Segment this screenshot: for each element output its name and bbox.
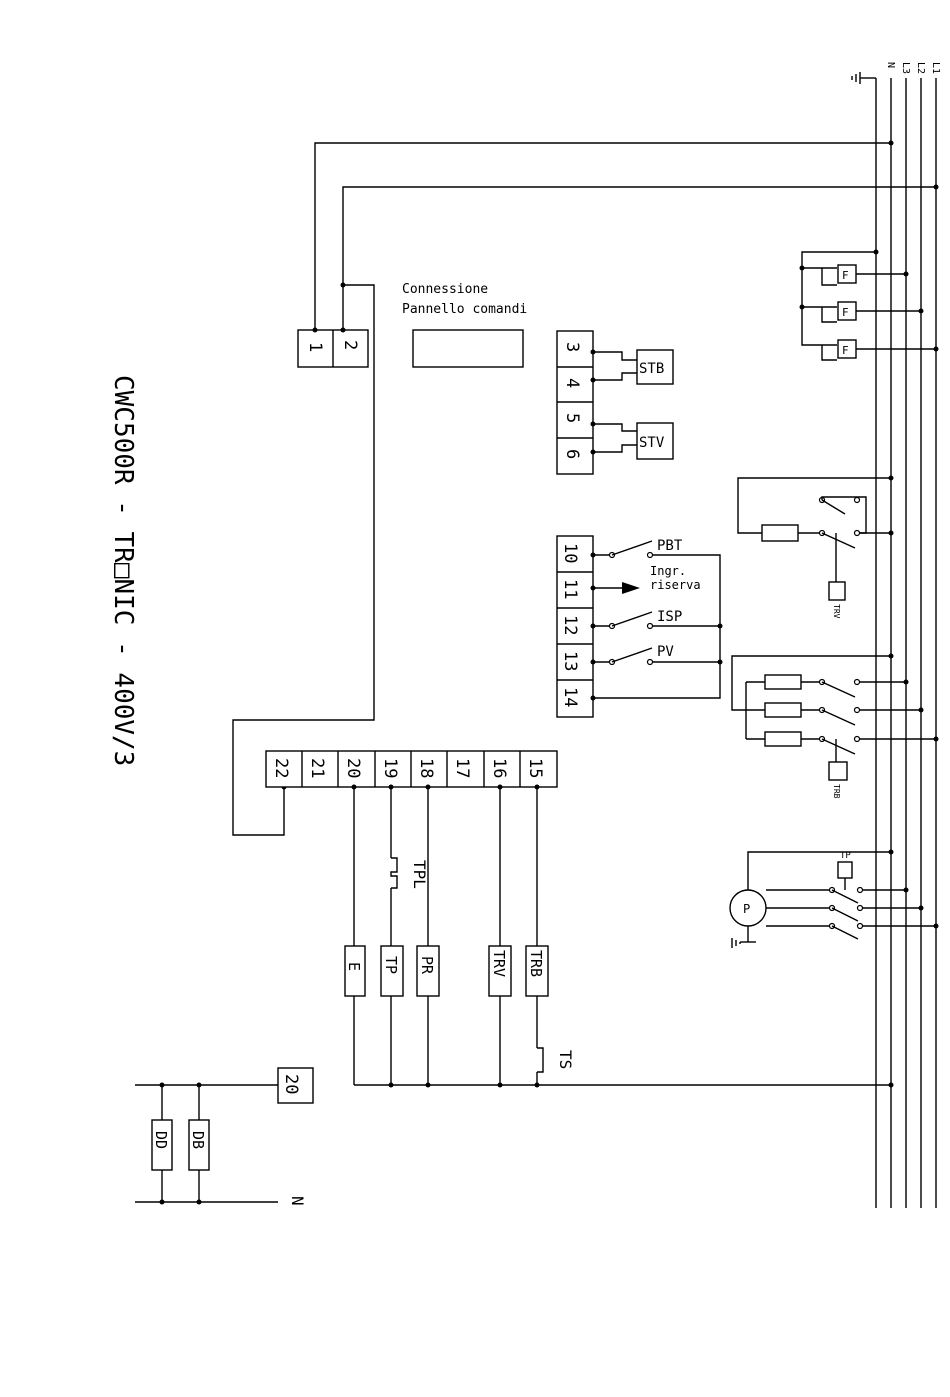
line-label-l1: L1 [930,62,941,74]
pump-label: P [743,902,750,916]
control-panel-connector [413,330,523,367]
pump-group [730,850,939,943]
load-e: E [345,962,363,971]
line-label-l3: L3 [900,62,911,74]
terminal-18: 18 [416,758,436,778]
line-label-n: N [885,62,896,68]
terminal-12: 12 [560,615,580,635]
terminal-block-10-14: 10 11 12 13 14 [557,536,723,717]
ingr-label: Ingr. [650,564,686,578]
pbt-label: PBT [657,538,683,554]
load-pr: PR [418,956,436,975]
terminal-16: 16 [489,758,509,778]
bottom-terminal-20: 20 [281,1074,301,1094]
tpl-label: TPL [410,860,429,889]
trb-relay-label: TRB [832,784,841,799]
load-wires [345,785,894,1088]
ground-icon [732,938,740,948]
terminal-5: 5 [562,413,582,423]
trb-contactor-group [732,654,939,781]
fuse-label-3: F [842,344,849,357]
ts-label: TS [556,1050,575,1069]
terminal-block-3-6: 3 4 5 6 [557,331,673,474]
tp-relay-label: TP [840,851,851,861]
fuse-label-2: F [842,306,849,319]
terminal-3: 3 [562,342,582,352]
terminal-21: 21 [307,758,327,778]
ground-icon [852,72,876,84]
load-trv: TRV [490,950,508,977]
trv-contactor-group [738,476,894,601]
fuse-group [800,250,939,361]
terminal-block-main: 22 21 20 19 18 17 16 15 [266,751,557,787]
terminal-14: 14 [560,687,580,707]
terminal-2: 2 [340,340,360,350]
terminal-22: 22 [271,758,291,778]
riserva-label: riserva [650,578,701,592]
panel-connection-label-1: Connessione [402,282,488,297]
terminal-10: 10 [560,543,580,563]
stb-label: STB [639,361,664,377]
terminal-4: 4 [562,378,582,388]
load-trb: TRB [527,950,545,977]
terminal-13: 13 [560,651,580,671]
fuse-label-1: F [842,269,849,282]
line-label-l2: L2 [915,62,926,74]
trv-relay-label: TRV [832,604,841,619]
stv-label: STV [639,435,665,451]
pv-label: PV [657,644,674,660]
diagram-title: CWC500R - TR□NIC - 400V/3 [108,375,138,766]
dd-label: DD [152,1131,170,1149]
terminal-15: 15 [525,758,545,778]
terminal-20: 20 [343,758,363,778]
terminal-1: 1 [305,342,325,352]
feed-wires [233,141,939,836]
neutral-label: N [288,1196,307,1206]
terminal-19: 19 [380,758,400,778]
panel-connection-label-2: Pannello comandi [402,302,527,317]
isp-label: ISP [657,609,682,625]
db-label: DB [189,1131,207,1149]
load-tp: TP [382,956,400,974]
terminal-block-1-2: 1 2 [298,328,368,368]
supply-bus [876,78,936,1208]
terminal-6: 6 [562,449,582,459]
terminal-11: 11 [560,579,580,599]
terminal-17: 17 [452,758,472,778]
